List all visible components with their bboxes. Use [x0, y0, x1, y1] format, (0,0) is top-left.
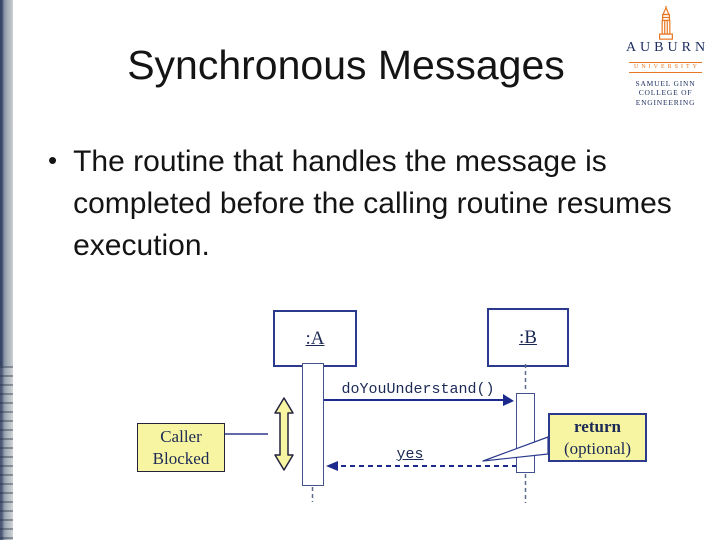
object-box-b: :B — [487, 308, 569, 367]
object-a-label: :A — [305, 327, 325, 349]
return-optional-note: return (optional) — [548, 413, 647, 462]
bullet-text: The routine that handles the message is … — [73, 145, 672, 262]
auburn-logo: AUBURN UNIVERSITY Samuel Ginn College of… — [613, 6, 718, 107]
return-message-label: yes — [396, 446, 424, 463]
slide-edge-bar — [0, 0, 13, 540]
activation-bar-b — [516, 393, 535, 473]
samford-tower-icon — [658, 6, 673, 40]
object-b-label: :B — [519, 326, 537, 348]
logo-institution-text: AUBURN — [625, 40, 710, 55]
caller-note-line2: Blocked — [152, 448, 210, 468]
logo-dept-line2: College of Engineering — [635, 88, 696, 107]
caller-note-line1: Caller — [160, 427, 202, 447]
bullet-item: • The routine that handles the message i… — [48, 141, 673, 267]
call-message-label: doYouUnderstand() — [341, 381, 495, 398]
bullet-marker: • — [48, 145, 58, 175]
object-box-a: :A — [273, 310, 357, 367]
slide-edge-stripes — [0, 366, 13, 540]
caller-blocked-note: Caller Blocked — [137, 423, 225, 472]
return-note-line1: return — [574, 417, 621, 437]
slide-title: Synchronous Messages — [127, 42, 565, 88]
logo-university-text: UNIVERSITY — [629, 62, 702, 73]
activation-bar-a — [302, 363, 324, 486]
return-note-line2: (optional) — [563, 438, 632, 458]
double-headed-arrow-icon — [274, 397, 294, 471]
logo-dept-line1: Samuel Ginn — [635, 79, 696, 88]
